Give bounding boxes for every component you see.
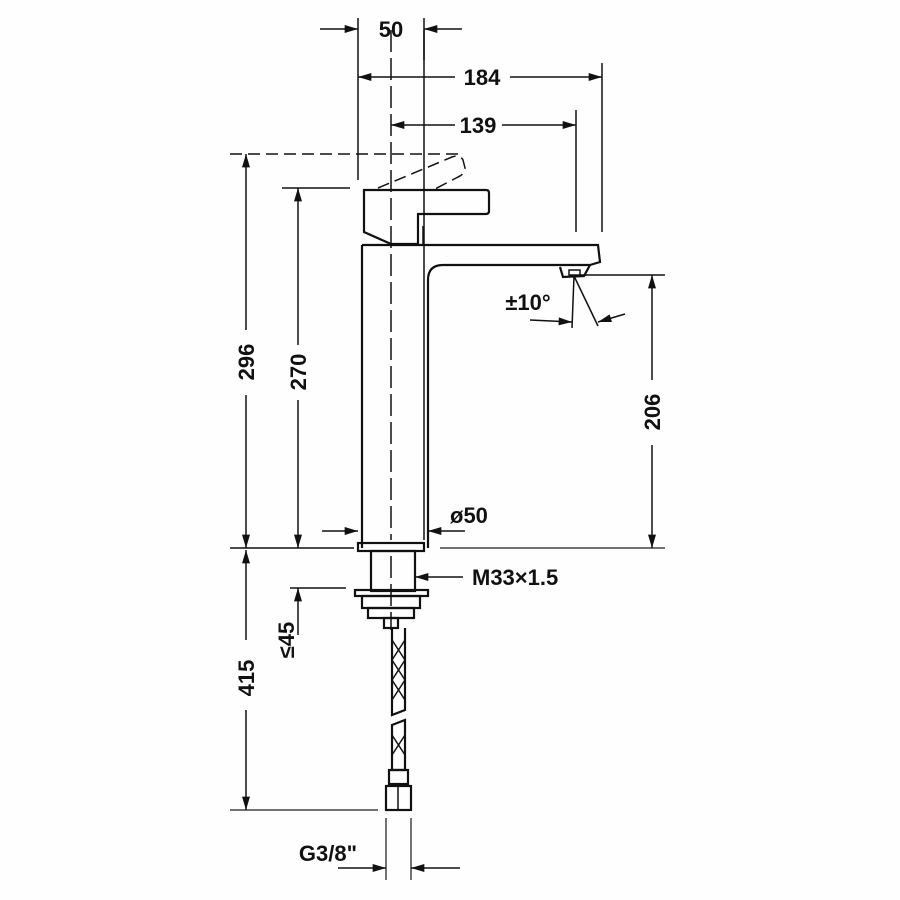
- extension-lines: [230, 18, 665, 880]
- dim-max-counter-thickness: ≤45: [274, 622, 299, 659]
- dim-mounting-thread: M33×1.5: [472, 565, 558, 590]
- dim-connection-thread: G3/8": [299, 841, 357, 866]
- mounting-assembly: [353, 541, 430, 812]
- dim-spout-projection: 139: [460, 113, 497, 138]
- dim-swivel-angle: ±10°: [505, 290, 550, 315]
- dim-body-height: 270: [286, 354, 311, 391]
- center-lines: [230, 30, 460, 630]
- dim-overall-height: 296: [234, 344, 259, 381]
- dim-overall-depth: 184: [464, 65, 501, 90]
- dimension-lines: [242, 25, 656, 872]
- dim-top-width: 50: [379, 17, 403, 42]
- dim-hose-length: 415: [234, 660, 259, 697]
- dim-spout-outlet-height: 206: [640, 394, 665, 431]
- dimension-labels: 50 184 139 ±10° ø50 M33×1.5 G3/8" 296 27…: [234, 17, 665, 866]
- faucet-body: [360, 155, 602, 548]
- dim-body-diameter: ø50: [450, 503, 488, 528]
